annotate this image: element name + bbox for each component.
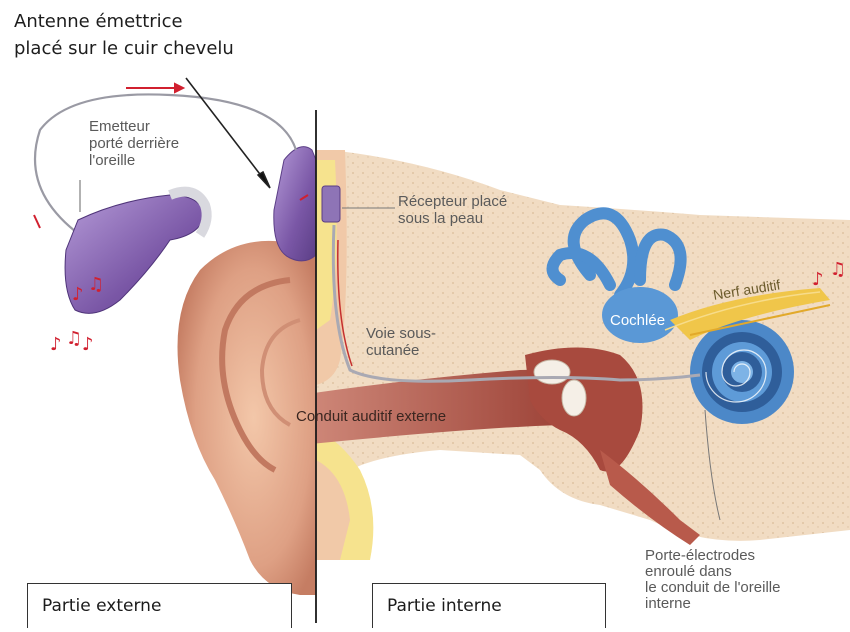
external-part-box: Partie externe (27, 583, 292, 628)
external-part-label: Partie externe (42, 596, 161, 616)
receiver-label-line1: Récepteur placé (398, 193, 507, 210)
electrode-label-line2: enroulé dans (645, 564, 780, 580)
antenna-label-line1: Antenne émettrice (14, 8, 234, 35)
emitter-label: Emetteur porté derrière l'oreille (89, 118, 179, 169)
svg-text:♫: ♫ (830, 259, 846, 280)
emitter-label-line1: Emetteur (89, 118, 179, 135)
electrode-label-line3: le conduit de l'oreille (645, 580, 780, 596)
internal-part-label: Partie interne (387, 596, 502, 616)
receiver-implant (322, 186, 340, 222)
path-label-line2: cutanée (366, 342, 436, 359)
sound-processor (65, 195, 205, 313)
internal-part-box: Partie interne (372, 583, 606, 628)
electrode-label-line1: Porte-électrodes (645, 548, 780, 564)
transmitter-coil (274, 147, 316, 261)
emitter-label-line3: l'oreille (89, 152, 179, 169)
electrode-label: Porte-électrodes enroulé dans le conduit… (645, 548, 780, 612)
cochlea-spiral (690, 320, 794, 424)
antenna-label-line2: placé sur le cuir chevelu (14, 35, 234, 62)
svg-text:♫: ♫ (66, 328, 82, 349)
svg-text:♪: ♪ (82, 334, 94, 355)
ossicle-2 (562, 380, 586, 416)
path-label-line1: Voie sous- (366, 325, 436, 342)
canal-label: Conduit auditif externe (296, 408, 446, 425)
svg-text:♫: ♫ (88, 274, 104, 295)
music-notes-left: ♪ ♫ ♪ ♫ ♪ (50, 274, 104, 355)
path-label: Voie sous- cutanée (366, 325, 436, 359)
cochlea-label: Cochlée (610, 312, 665, 329)
electrode-label-line4: interne (645, 596, 780, 612)
receiver-label: Récepteur placé sous la peau (398, 193, 507, 227)
svg-text:♪: ♪ (72, 284, 84, 305)
svg-text:♪: ♪ (50, 334, 62, 355)
emitter-label-line2: porté derrière (89, 135, 179, 152)
antenna-label: Antenne émettrice placé sur le cuir chev… (14, 8, 234, 62)
ossicle (534, 360, 570, 384)
svg-text:♪: ♪ (812, 269, 824, 290)
receiver-label-line2: sous la peau (398, 210, 507, 227)
